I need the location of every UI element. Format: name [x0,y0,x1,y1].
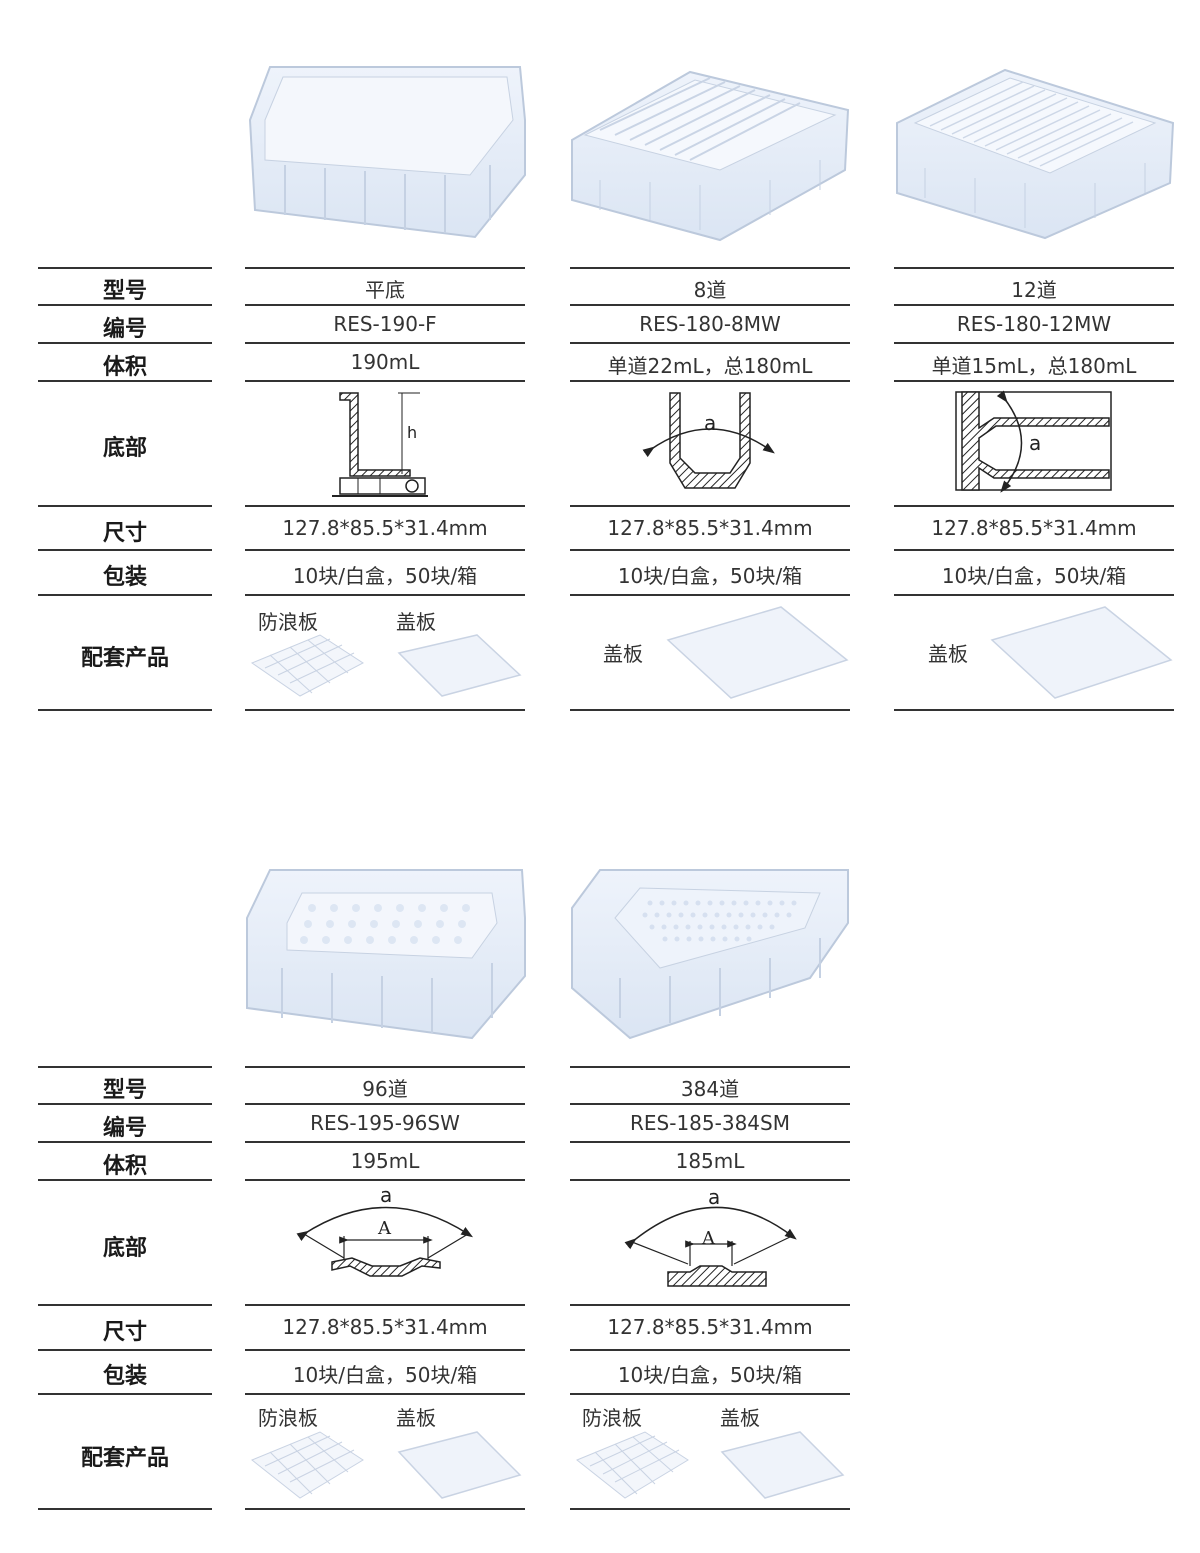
product-package: 10块/白盒，50块/箱 [617,564,803,588]
product-package: 10块/白盒，50块/箱 [617,1363,803,1387]
diagram-label-A: A [701,1228,716,1249]
baffle-image [250,634,364,697]
lid-image [990,606,1173,699]
product-code: RES-185-384SM [630,1111,790,1135]
product-model: 平底 [365,278,405,302]
bottom-diagram-12-channel: a [955,390,1112,493]
label-volume: 体积 [102,1154,147,1179]
diagram-label-h: h [407,423,417,442]
product-volume: 185mL [675,1149,745,1173]
diagram-label-a: a [708,1185,720,1209]
product-volume: 单道22mL，总180mL [607,354,813,378]
lid-image [720,1431,845,1499]
product-model: 12道 [1011,278,1057,302]
label-model: 型号 [102,1078,147,1103]
diagram-label-a: a [380,1183,392,1207]
label-size: 尺寸 [102,1320,147,1345]
label-accessories: 配套产品 [80,646,169,671]
accessory-label-lid: 盖板 [928,642,968,666]
label-size: 尺寸 [102,521,147,546]
tray-image-384-well [571,869,849,1040]
label-code: 编号 [102,317,147,342]
baffle-image [251,1431,364,1499]
label-volume: 体积 [102,355,147,380]
product-size: 127.8*85.5*31.4mm [607,516,813,540]
product-size: 127.8*85.5*31.4mm [931,516,1137,540]
lid-image [666,606,849,699]
accessory-label-lid: 盖板 [603,642,643,666]
product-model: 384道 [680,1077,740,1101]
product-code: RES-190-F [333,312,437,336]
accessory-label-lid: 盖板 [396,610,436,634]
accessory-label-baffle: 防浪板 [258,610,318,634]
label-package: 包装 [102,565,147,590]
diagram-label-a: a [704,411,716,435]
diagram-label-A: A [377,1218,392,1239]
bottom-diagram-flat: h [332,392,428,497]
product-volume: 单道15mL，总180mL [931,354,1137,378]
bottom-diagram-96-well: A a [296,1183,474,1277]
product-volume: 190mL [350,350,420,374]
tray-image-96-well [246,869,526,1040]
product-model: 8道 [693,278,727,302]
label-package: 包装 [102,1364,147,1389]
product-package: 10块/白盒，50块/箱 [292,1363,478,1387]
label-bottom: 底部 [102,436,147,461]
product-model: 96道 [362,1077,408,1101]
tray-image-flat [248,66,526,239]
product-package: 10块/白盒，50块/箱 [292,564,478,588]
label-model: 型号 [102,279,147,304]
product-size: 127.8*85.5*31.4mm [607,1315,813,1339]
product-size: 127.8*85.5*31.4mm [282,1315,488,1339]
product-size: 127.8*85.5*31.4mm [282,516,488,540]
accessory-label-baffle: 防浪板 [582,1406,642,1430]
product-package: 10块/白盒，50块/箱 [941,564,1127,588]
bottom-diagram-8-channel: a [642,392,775,489]
bottom-diagram-384-well: A a [624,1185,797,1287]
product-code: RES-180-8MW [639,312,781,336]
accessory-label-lid: 盖板 [396,1406,436,1430]
tray-image-12-channel [896,68,1175,240]
diagram-label-a: a [1029,431,1041,455]
product-volume: 195mL [350,1149,420,1173]
lid-image [397,634,522,697]
tray-image-8-channel [571,70,850,242]
product-code: RES-180-12MW [956,312,1112,336]
accessory-label-lid: 盖板 [720,1406,760,1430]
label-accessories: 配套产品 [80,1446,169,1471]
product-code: RES-195-96SW [310,1111,460,1135]
label-bottom: 底部 [102,1236,147,1261]
accessory-label-baffle: 防浪板 [258,1406,318,1430]
baffle-image [576,1431,689,1499]
label-code: 编号 [102,1116,147,1141]
lid-image [397,1431,522,1499]
